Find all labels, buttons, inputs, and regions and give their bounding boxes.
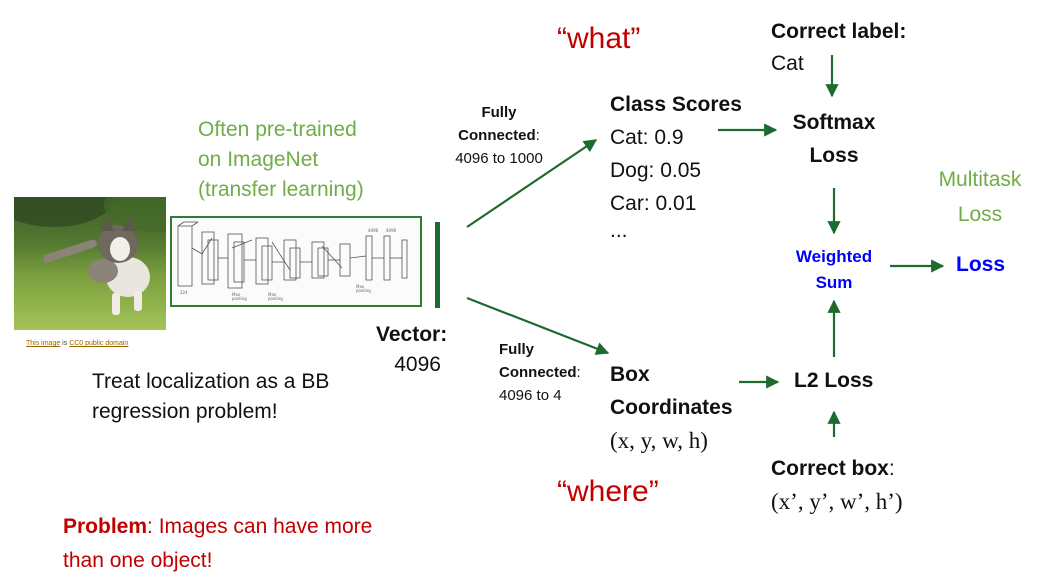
box-coordinates: Box Coordinates (x, y, w, h) xyxy=(610,358,733,457)
pretrained-line-3: (transfer learning) xyxy=(198,178,364,201)
localization-line-1: Treat localization as a BB xyxy=(92,370,330,393)
svg-text:Max: Max xyxy=(268,292,277,297)
l2-loss: L2 Loss xyxy=(794,369,874,392)
pretrained-line-1: Often pre-trained xyxy=(198,118,357,141)
class-score-item: Car: 0.01 xyxy=(610,192,697,215)
fc-top-line-1: Fully xyxy=(481,104,517,121)
fc-bottom-connected: Connected xyxy=(499,364,577,381)
photo-credit-link[interactable]: CC0 public domain xyxy=(69,340,129,347)
correct-label-title: Correct label: xyxy=(771,20,907,43)
localization-note: Treat localization as a BB regression pr… xyxy=(92,367,329,427)
problem-rest: : Images can have more xyxy=(147,515,373,538)
svg-text:pooling: pooling xyxy=(268,296,283,301)
fc-bottom-label: Fully Connected: 4096 to 4 xyxy=(499,338,581,407)
svg-text:pooling: pooling xyxy=(356,288,371,293)
svg-text:Max: Max xyxy=(232,292,241,297)
weighted-sum-line-2: Sum xyxy=(815,273,853,292)
where-label: “where” xyxy=(557,475,659,508)
photo-credit-prefix[interactable]: This image xyxy=(26,340,61,347)
photo-credit: This image is CC0 public domain xyxy=(26,340,128,347)
class-scores: Class Scores Cat: 0.9 Dog: 0.05 Car: 0.0… xyxy=(610,88,742,242)
pretrained-line-2: on ImageNet xyxy=(198,148,319,171)
arrow-to-class-scores xyxy=(466,139,598,228)
problem-bold: Problem xyxy=(63,515,148,538)
correct-label-value: Cat xyxy=(771,52,804,75)
weighted-sum-line-1: Weighted xyxy=(795,247,873,266)
photo-credit-mid: is xyxy=(60,340,70,347)
fc-top-line-2: Connected: xyxy=(440,124,558,147)
vector-size: 4096 xyxy=(394,353,441,376)
svg-text:4096: 4096 xyxy=(368,228,379,233)
cat-photo xyxy=(14,197,166,330)
fc-bottom-colon: : xyxy=(576,364,581,381)
fc-bottom-line-3: 4096 to 4 xyxy=(499,387,562,404)
fc-top-line-3: 4096 to 1000 xyxy=(455,150,543,167)
correct-box-title-bold: Correct box xyxy=(771,457,889,480)
box-coords-line-1: Box xyxy=(610,363,650,386)
what-label: “what” xyxy=(557,22,641,55)
correct-box-formula: (x’, y’, w’, h’) xyxy=(771,489,903,514)
class-score-item: Cat: 0.9 xyxy=(610,126,684,149)
vector-title: Vector: xyxy=(376,323,448,346)
localization-line-2: regression problem! xyxy=(92,400,278,423)
svg-text:pooling: pooling xyxy=(232,296,247,301)
final-loss: Loss xyxy=(956,253,1006,276)
box-coords-line-2: Coordinates xyxy=(610,396,733,419)
vector-label: Vector: 4096 xyxy=(376,320,447,380)
softmax-loss: Softmax Loss xyxy=(784,106,884,172)
multitask-loss-label: Multitask Loss xyxy=(922,162,1038,232)
fc-top-label: Fully Connected: 4096 to 1000 xyxy=(440,101,558,170)
correct-box-title: Correct box: xyxy=(771,452,903,485)
svg-text:4096: 4096 xyxy=(386,228,397,233)
multitask-line-2: Loss xyxy=(957,203,1003,226)
box-coords-formula: (x, y, w, h) xyxy=(610,428,708,453)
svg-text:224: 224 xyxy=(180,290,188,295)
multitask-line-1: Multitask xyxy=(938,168,1022,191)
fc-top-connected: Connected xyxy=(458,127,536,144)
correct-box-title-colon: : xyxy=(888,457,895,480)
class-score-item: ... xyxy=(610,219,628,242)
problem-statement: Problem: Images can have more than one o… xyxy=(63,510,372,578)
correct-box: Correct box: (x’, y’, w’, h’) xyxy=(771,452,903,518)
softmax-line-1: Softmax xyxy=(792,111,876,134)
fc-bottom-line-1: Fully xyxy=(499,341,535,358)
pretrained-note: Often pre-trained on ImageNet (transfer … xyxy=(198,115,364,205)
class-scores-title: Class Scores xyxy=(610,93,742,116)
problem-line-1: Problem: Images can have more xyxy=(63,510,372,544)
problem-line-2: than one object! xyxy=(63,549,213,572)
svg-text:Max: Max xyxy=(356,284,365,289)
correct-label: Correct label: Cat xyxy=(771,16,906,80)
softmax-line-2: Loss xyxy=(809,144,859,167)
arrow-to-box-coordinates xyxy=(466,296,610,355)
feature-vector-bar xyxy=(435,222,440,308)
fc-bottom-line-2: Connected: xyxy=(499,361,581,384)
fc-top-colon: : xyxy=(535,127,540,144)
class-score-item: Dog: 0.05 xyxy=(610,159,702,182)
weighted-sum: Weighted Sum xyxy=(780,244,888,296)
